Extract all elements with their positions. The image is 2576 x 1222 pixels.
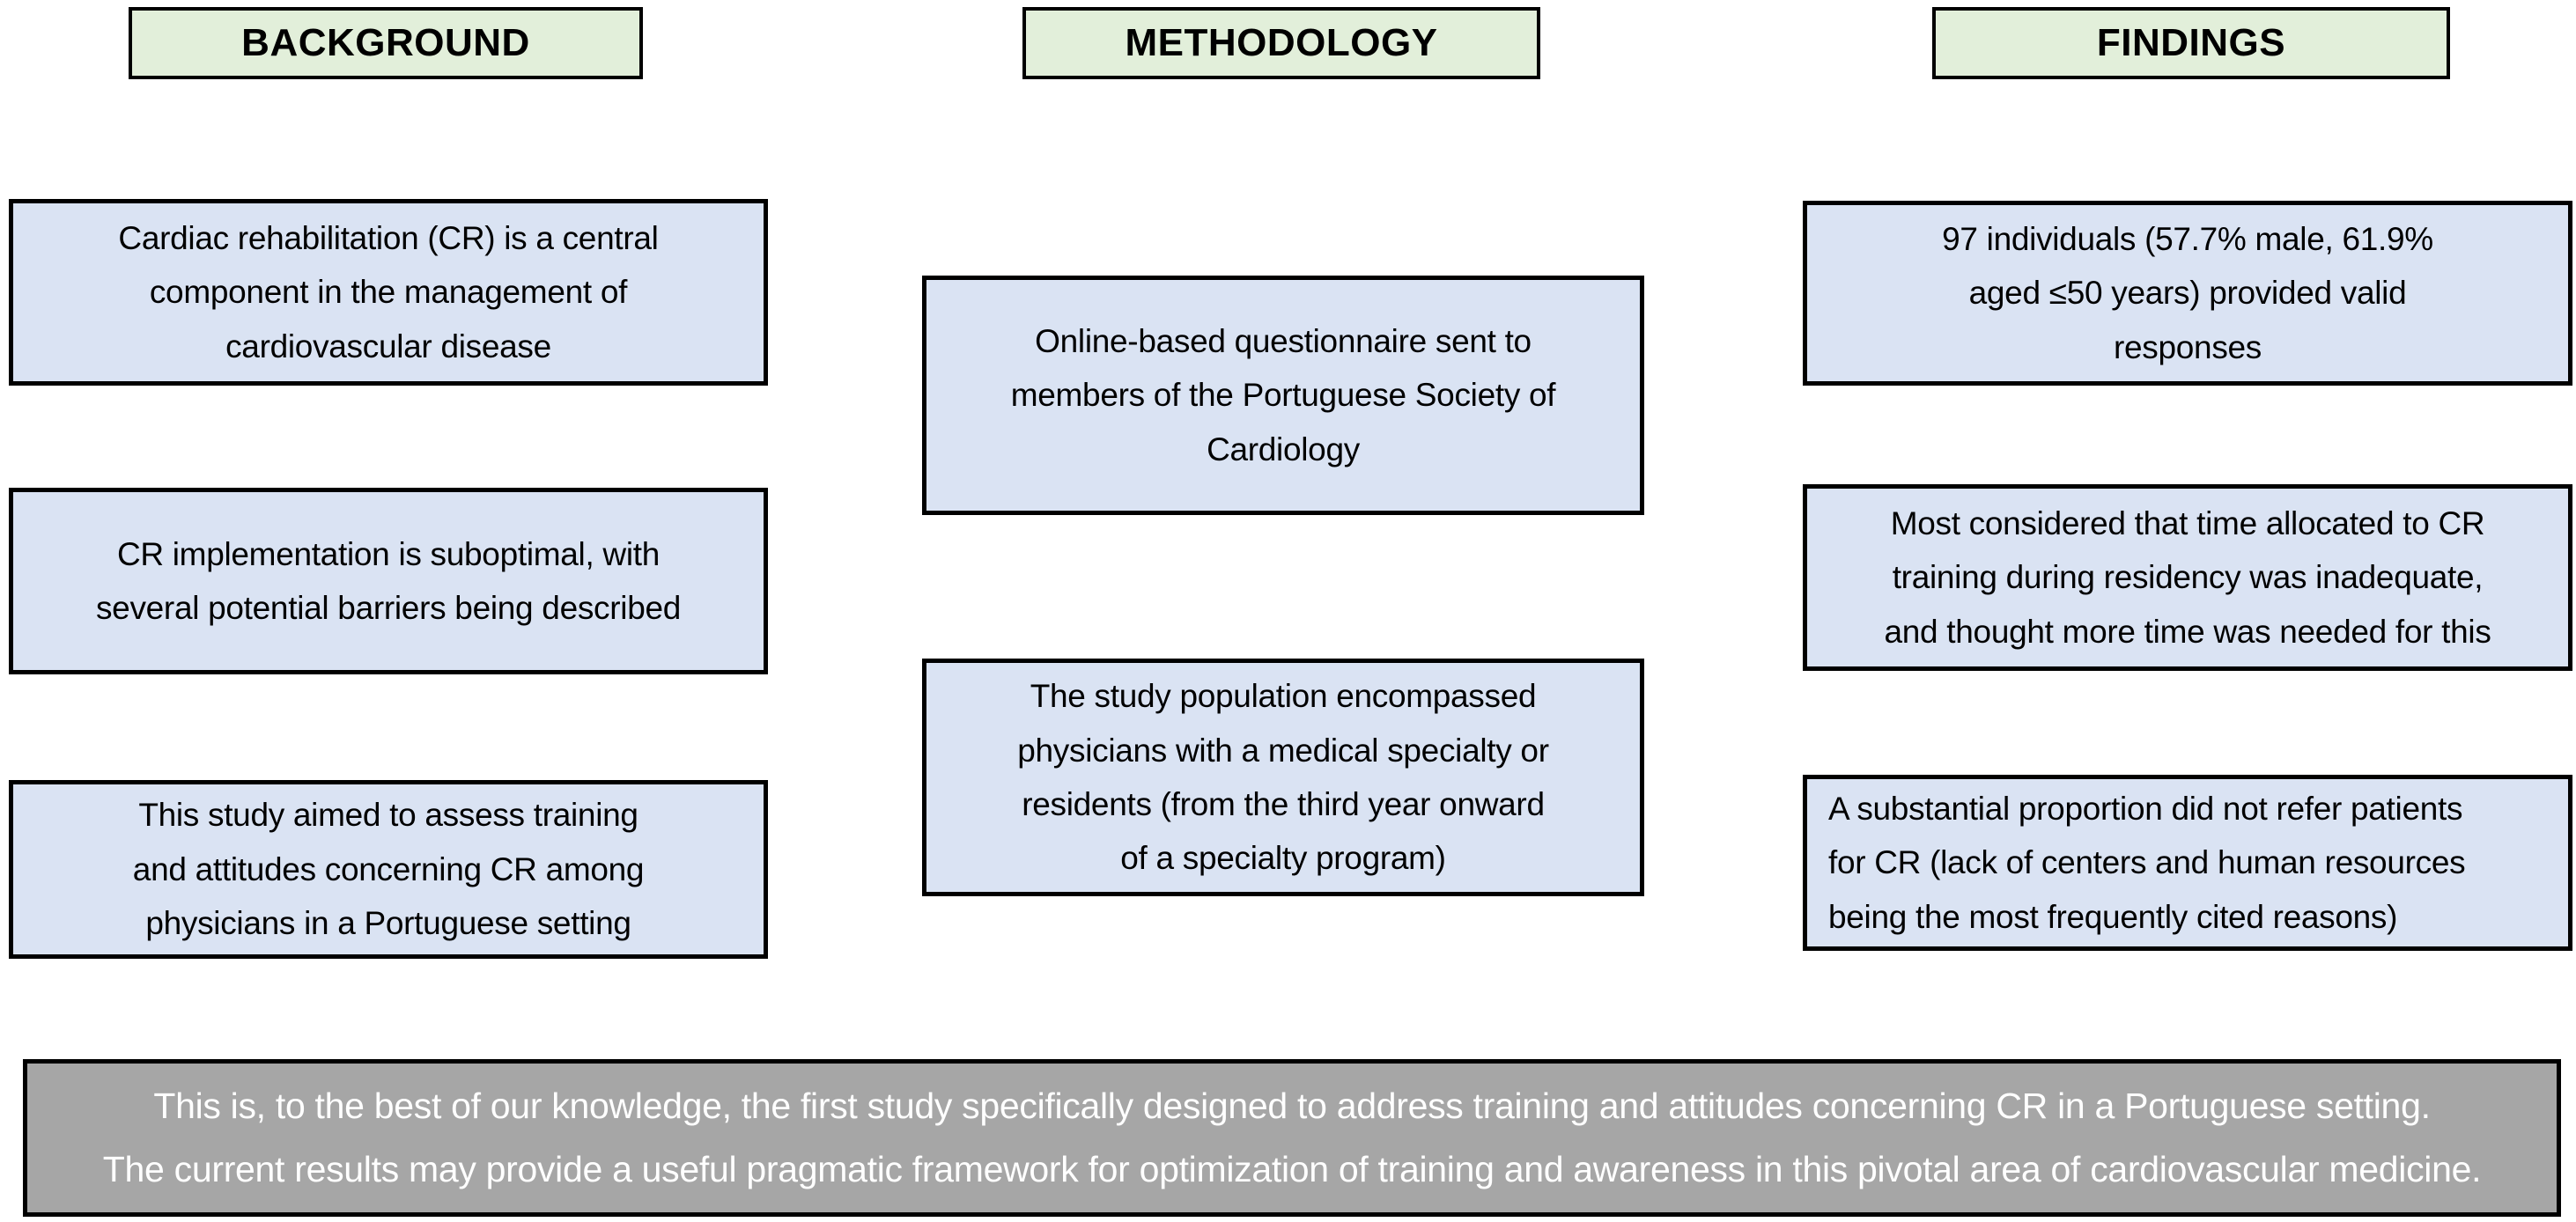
- findings-box-3: A substantial proportion did not refer p…: [1803, 775, 2572, 951]
- methodology-header: METHODOLOGY: [1022, 7, 1540, 79]
- findings-header: FINDINGS: [1932, 7, 2450, 79]
- background-box-1: Cardiac rehabilitation (CR) is a central…: [9, 199, 768, 386]
- methodology-box-2: The study population encompassed physici…: [922, 659, 1644, 896]
- findings-box-2: Most considered that time allocated to C…: [1803, 484, 2572, 671]
- summary-box: This is, to the best of our knowledge, t…: [23, 1059, 2561, 1217]
- background-header: BACKGROUND: [129, 7, 643, 79]
- summary-line-1: This is, to the best of our knowledge, t…: [153, 1086, 2431, 1127]
- summary-line-2: The current results may provide a useful…: [102, 1148, 2482, 1189]
- methodology-box-1: Online-based questionnaire sent to membe…: [922, 276, 1644, 515]
- findings-box-1: 97 individuals (57.7% male, 61.9% aged ≤…: [1803, 201, 2572, 386]
- background-box-2: CR implementation is suboptimal, with se…: [9, 488, 768, 674]
- background-box-3: This study aimed to assess training and …: [9, 780, 768, 959]
